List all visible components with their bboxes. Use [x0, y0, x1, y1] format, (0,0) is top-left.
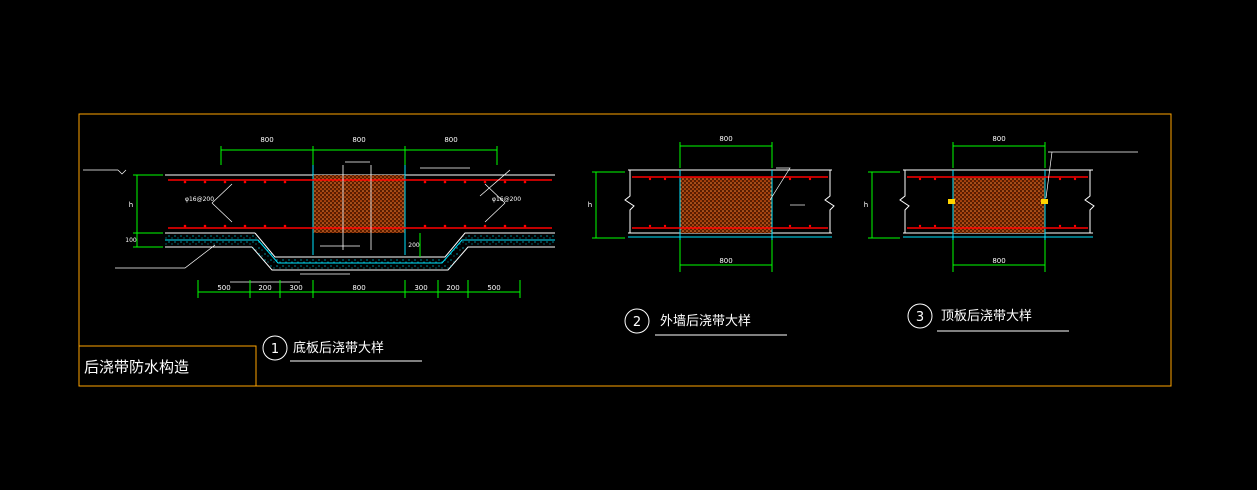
detail-1-dim-h: h [129, 201, 133, 209]
detail-2-dim-bottom: 800 [719, 257, 732, 265]
detail-1-dim-bottom-4: 800 [352, 284, 365, 292]
detail-2-title: 外墙后浇带大样 [660, 314, 751, 329]
detail-3-waterstop-left [948, 199, 955, 204]
detail-1-waterproof-layer [165, 239, 555, 264]
detail-1-drawing: 800 800 800 [83, 136, 555, 298]
detail-1-dim-top-2: 800 [352, 136, 365, 144]
detail-1-rebar-label-left: φ16@200 [185, 196, 214, 203]
detail-1-dim-bottom-3: 300 [289, 284, 302, 292]
detail-1-top-dimension [220, 146, 498, 165]
detail-1-dim-bottom-7: 500 [487, 284, 500, 292]
detail-1-dim-top-3: 800 [444, 136, 457, 144]
detail-3-number: 3 [916, 310, 924, 325]
detail-1-bottom-dimension [197, 280, 521, 298]
detail-1-pour-strip [313, 175, 405, 233]
detail-3-dim-h: h [864, 201, 868, 209]
detail-1-dim-bottom-2: 200 [258, 284, 271, 292]
detail-2-number: 2 [633, 315, 641, 330]
detail-1-rebar-label-right: φ16@200 [492, 196, 521, 203]
detail-1-rebar [168, 179, 552, 229]
detail-1-number-bubble [262, 335, 288, 361]
detail-3-title: 顶板后浇带大样 [941, 309, 1032, 324]
detail-3-pour-strip [953, 177, 1045, 233]
frame-title: 后浇带防水构造 [84, 358, 189, 376]
detail-2-drawing: 800 800 h [588, 135, 835, 272]
detail-1-dim-100: 100 [125, 237, 137, 244]
detail-1-dim-bottom-1: 500 [217, 284, 230, 292]
detail-1-number: 1 [271, 342, 279, 357]
detail-3-waterstop-right [1041, 199, 1048, 204]
detail-1-title: 底板后浇带大样 [293, 340, 384, 356]
detail-3-number-bubble [907, 303, 933, 329]
detail-1-dim-bottom-5: 300 [414, 284, 427, 292]
detail-2-dim-top: 800 [719, 135, 732, 143]
detail-2-number-bubble [624, 308, 650, 334]
detail-1-dim-top-1: 800 [260, 136, 273, 144]
drawing-frame [78, 113, 1172, 387]
detail-2-dim-h: h [588, 201, 592, 209]
detail-3-dim-bottom: 800 [992, 257, 1005, 265]
detail-2-pour-strip [680, 177, 772, 233]
detail-3-dim-top: 800 [992, 135, 1005, 143]
title-block [78, 345, 257, 387]
detail-1-dim-200: 200 [408, 242, 420, 249]
detail-3-drawing: 800 800 h [864, 135, 1138, 272]
detail-1-gravel-bed [165, 234, 555, 270]
detail-1-dim-bottom-6: 200 [446, 284, 459, 292]
